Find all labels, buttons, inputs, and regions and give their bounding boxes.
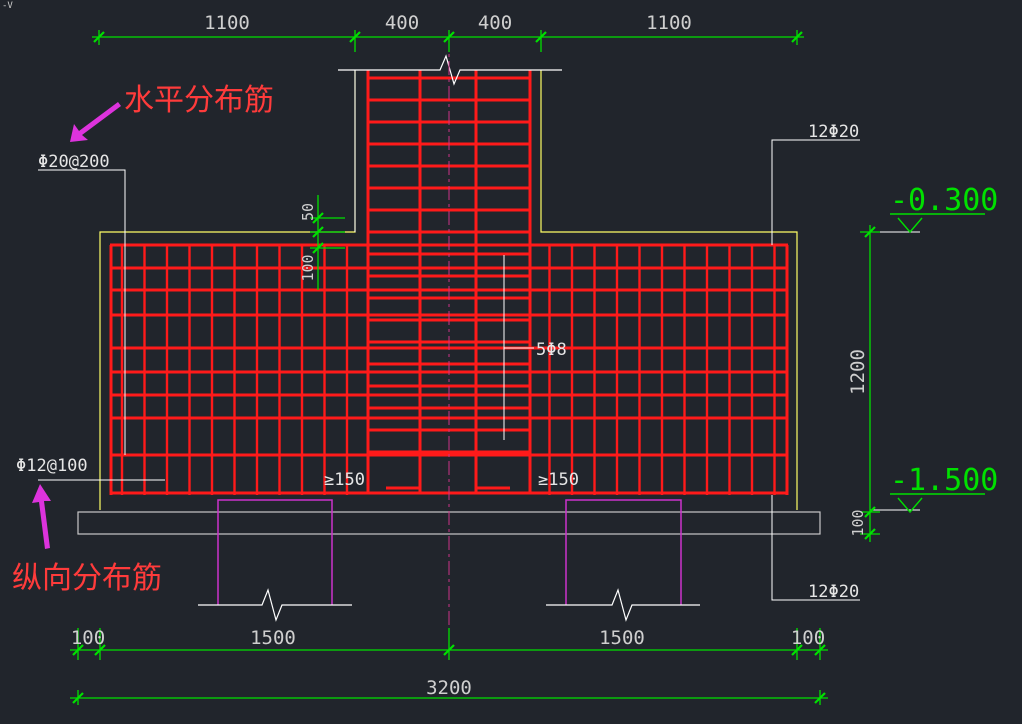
elevation-bottom: -1.500: [890, 463, 998, 498]
leader-lines: [38, 139, 920, 601]
dim-top-3: 400: [478, 12, 512, 34]
dim-right-height: 1200: [847, 349, 869, 395]
annotation-arrow-lower: [32, 484, 51, 549]
annotation-arrow-upper: [70, 102, 121, 142]
dim-bottom-3: 1500: [599, 627, 645, 649]
title-bar-text: -V: [2, 1, 13, 11]
label-anchor-left: ≥150: [324, 470, 365, 490]
annotation-vertical: 纵向分布筋: [12, 561, 162, 596]
dim-left-lower: 100: [299, 254, 317, 281]
dim-bottom-total: 3200: [426, 677, 472, 699]
dimension-ticks: [72, 31, 876, 704]
dim-bottom-2: 1500: [250, 627, 296, 649]
label-top-main: 12Φ20: [808, 122, 859, 142]
dim-bottom-4: 100: [791, 627, 825, 649]
pile-left: [198, 499, 352, 622]
annotation-horizontal: 水平分布筋: [124, 83, 274, 118]
column-break-line: [338, 54, 562, 86]
elevation-markers: [890, 213, 985, 514]
dim-bottom-1: 100: [71, 627, 105, 649]
dim-top-2: 400: [385, 12, 419, 34]
elevation-top: -0.300: [890, 183, 998, 218]
label-anchor-right: ≥150: [538, 470, 579, 490]
dim-left-upper: 50: [299, 203, 317, 221]
pile-right: [546, 499, 700, 622]
label-stirrup: 5Φ8: [536, 340, 567, 360]
dim-top-4: 1100: [646, 12, 692, 34]
dim-right-cushion: 100: [849, 509, 867, 536]
label-horizontal-spec: Φ20@200: [38, 152, 110, 172]
rebar-grid: [109, 70, 789, 495]
label-vertical-spec: Φ12@100: [16, 456, 88, 476]
dim-top-1: 1100: [204, 12, 250, 34]
label-bottom-main: 12Φ20: [808, 582, 859, 602]
